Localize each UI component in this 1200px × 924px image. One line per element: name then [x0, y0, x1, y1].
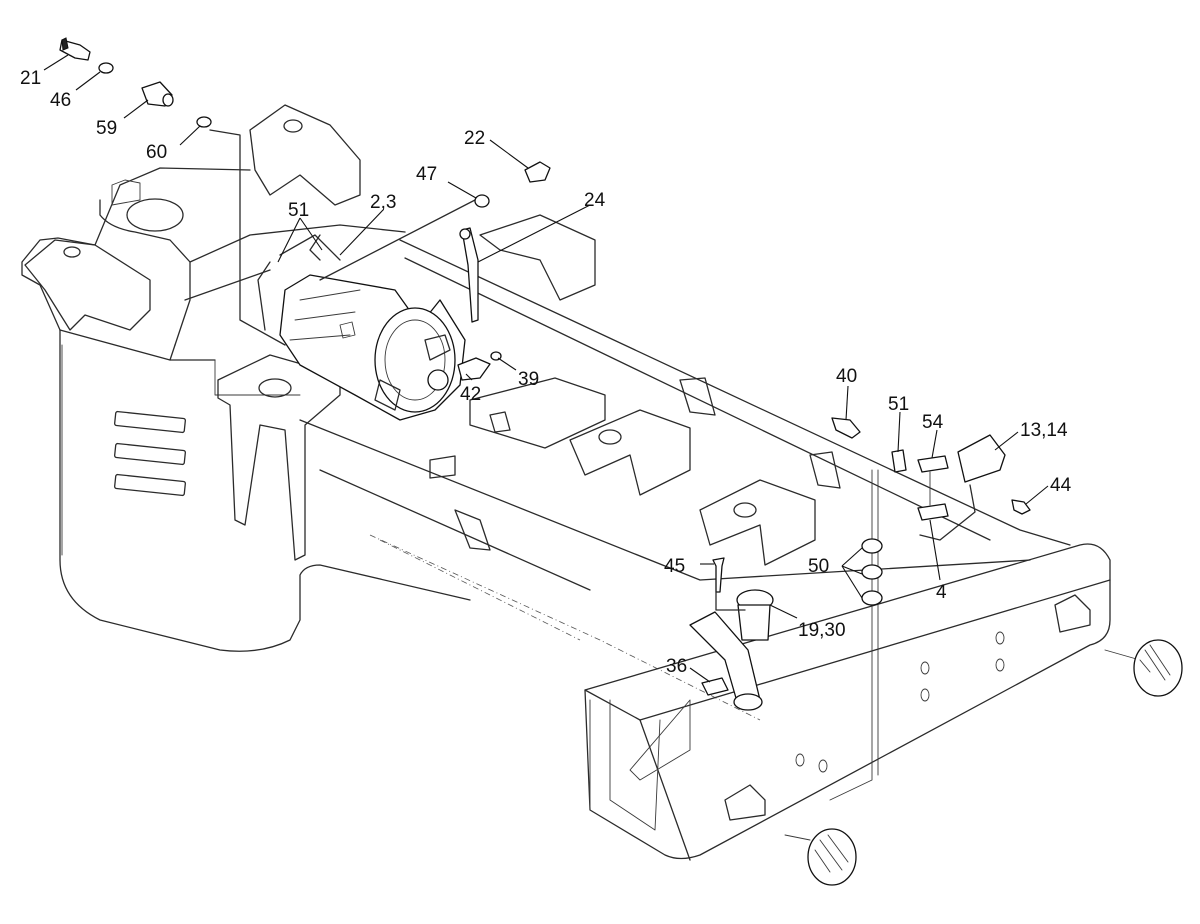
callout-42: 42: [460, 384, 481, 405]
callout-59: 59: [96, 118, 117, 139]
part-36-clip: [701, 677, 729, 696]
part-60-washer: [196, 116, 212, 128]
callout-13-14: 13,14: [1020, 420, 1068, 441]
part-21-sensor: [59, 37, 91, 61]
part-44-screw: [1011, 499, 1031, 515]
callout-labels: 21 46 59 60 22 47 51 2,3 24 42 39 40 51 …: [20, 68, 1072, 677]
callout-50: 50: [808, 556, 829, 577]
part-54-bracket: [917, 455, 949, 521]
callout-54: 54: [922, 412, 944, 433]
wiring-harness: [209, 129, 476, 346]
chassis-frame: [21, 104, 1183, 886]
callout-40: 40: [836, 366, 857, 387]
leader-lines: [43, 54, 1049, 683]
part-47-washer: [474, 194, 490, 208]
part-40-screw: [831, 417, 861, 439]
callout-19-30: 19,30: [798, 620, 846, 641]
part-46-washer: [98, 62, 114, 74]
tail-lamp-right: [1104, 639, 1183, 697]
part-59-fitting: [141, 81, 174, 107]
callout-24: 24: [584, 190, 606, 211]
callout-45: 45: [664, 556, 685, 577]
part-13-14-switch: [919, 434, 1006, 541]
part-19-30-filler: [689, 589, 774, 711]
callout-46: 46: [50, 90, 71, 111]
motor-assembly: [279, 274, 466, 421]
callout-36: 36: [666, 656, 687, 677]
callout-47: 47: [416, 164, 437, 185]
tail-lamp-left: [784, 828, 857, 886]
callout-39: 39: [518, 369, 539, 390]
part-45-screw: [712, 557, 725, 593]
callout-44: 44: [1050, 475, 1072, 496]
part-24-cable: [459, 227, 479, 323]
callout-60: 60: [146, 142, 167, 163]
part-51-clip: [891, 449, 907, 473]
part-22-sensor: [524, 161, 551, 183]
callout-21: 21: [20, 68, 41, 89]
callout-22: 22: [464, 128, 485, 149]
callout-4: 4: [936, 582, 947, 603]
part-50-clamps: [861, 538, 883, 606]
callout-51-right: 51: [888, 394, 909, 415]
callout-51-motor: 51: [288, 200, 309, 221]
callout-2-3: 2,3: [370, 192, 396, 213]
